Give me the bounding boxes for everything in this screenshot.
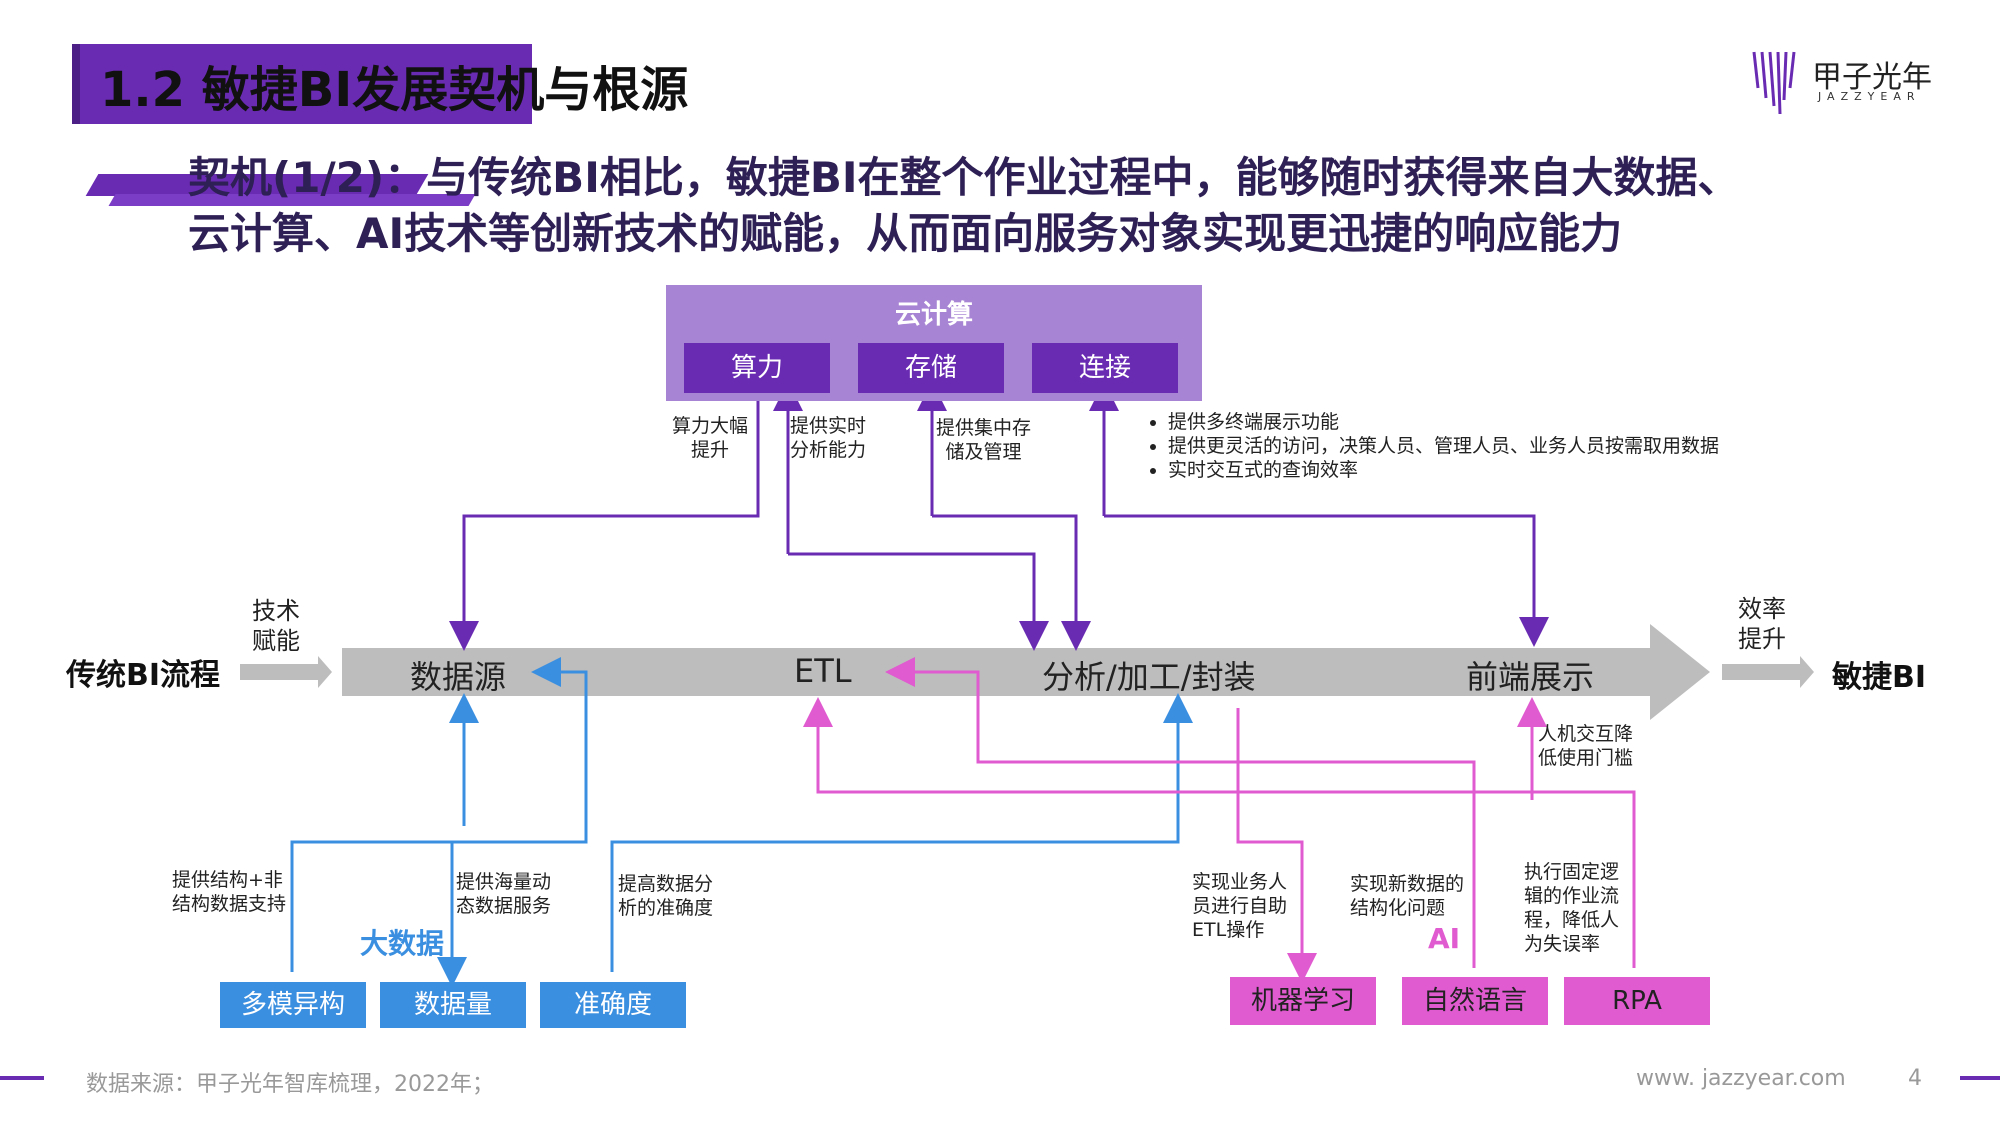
ai-item-rpa: RPA xyxy=(1564,977,1710,1025)
ai-item-ml: 机器学习 xyxy=(1230,977,1376,1025)
cloud-item-connect: 连接 xyxy=(1032,343,1178,393)
label-structuring: 实现新数据的 结构化问题 xyxy=(1350,873,1465,919)
label-rpa-workflow: 执行固定逻 辑的作业流 程，降低人 为失误率 xyxy=(1524,861,1620,955)
label-structured-support: 提供结构+非 结构数据支持 xyxy=(172,869,287,915)
connect-bullets: 提供多终端展示功能 提供更灵活的访问，决策人员、管理人员、业务人员按需取用数据 … xyxy=(1142,410,1719,482)
subtitle-line-2: 云计算、AI技术等创新技术的赋能，从而面向服务对象实现更迅捷的响应能力 xyxy=(188,209,1623,258)
cloud-item-compute: 算力 xyxy=(684,343,830,393)
bigdata-item-multimodal: 多模异构 xyxy=(220,982,366,1028)
footer-url[interactable]: www. jazzyear.com xyxy=(1636,1066,1846,1091)
stage-analysis: 分析/加工/封装 xyxy=(1042,658,1256,696)
subtitle-line-1: 契机(1/2)：与传统BI相比，敏捷BI在整个作业过程中，能够随时获得来自大数据… xyxy=(188,153,1740,202)
stage-etl: ETL xyxy=(794,652,852,690)
tech-enable-label: 技术 赋能 xyxy=(252,597,300,655)
page-title: 1.2 敏捷BI发展契机与根源 xyxy=(100,62,689,118)
stage-frontend: 前端展示 xyxy=(1466,658,1595,696)
connect-bullet-1: 提供多终端展示功能 xyxy=(1168,410,1719,434)
footer-accent-left xyxy=(0,1076,44,1080)
label-realtime-analysis: 提供实时 分析能力 xyxy=(790,415,867,461)
label-massive-data: 提供海量动 态数据服务 xyxy=(456,871,552,917)
label-accuracy: 提高数据分 析的准确度 xyxy=(618,873,714,919)
logo-subtitle: JAZZYEAR xyxy=(1818,90,1921,103)
footer-accent-right xyxy=(1960,1076,2000,1080)
data-source: 数据来源：甲子光年智库梳理，2022年； xyxy=(86,1072,494,1097)
traditional-bi-label: 传统BI流程 xyxy=(66,658,221,693)
bigdata-item-accuracy: 准确度 xyxy=(540,982,686,1028)
ai-category: AI xyxy=(1428,922,1461,955)
process-arrow xyxy=(342,624,1710,720)
connect-bullet-2: 提供更灵活的访问，决策人员、管理人员、业务人员按需取用数据 xyxy=(1168,434,1719,458)
bigdata-category: 大数据 xyxy=(360,927,445,960)
cloud-title: 云计算 xyxy=(894,300,973,330)
logo-icon xyxy=(1750,48,1802,118)
ai-item-nlp: 自然语言 xyxy=(1402,977,1548,1025)
logo-name: 甲子光年 xyxy=(1812,60,1932,95)
page-number: 4 xyxy=(1908,1066,1922,1091)
title-bar xyxy=(72,44,532,124)
stage-data-source: 数据源 xyxy=(410,658,507,696)
label-human-computer: 人机交互降 低使用门槛 xyxy=(1538,723,1634,769)
tech-enable-arrow xyxy=(240,656,332,688)
agile-bi-label: 敏捷BI xyxy=(1832,660,1927,695)
efficiency-label: 效率 提升 xyxy=(1738,595,1786,653)
efficiency-arrow xyxy=(1722,656,1814,688)
bigdata-item-volume: 数据量 xyxy=(380,982,526,1028)
label-central-storage: 提供集中存 储及管理 xyxy=(936,417,1032,463)
label-compute-boost: 算力大幅 提升 xyxy=(672,415,749,461)
label-self-service-etl: 实现业务人 员进行自助 ETL操作 xyxy=(1192,871,1288,941)
subtitle: 契机(1/2)：与传统BI相比，敏捷BI在整个作业过程中，能够随时获得来自大数据… xyxy=(188,150,1888,262)
connect-bullet-3: 实时交互式的查询效率 xyxy=(1168,458,1719,482)
cloud-item-storage: 存储 xyxy=(858,343,1004,393)
